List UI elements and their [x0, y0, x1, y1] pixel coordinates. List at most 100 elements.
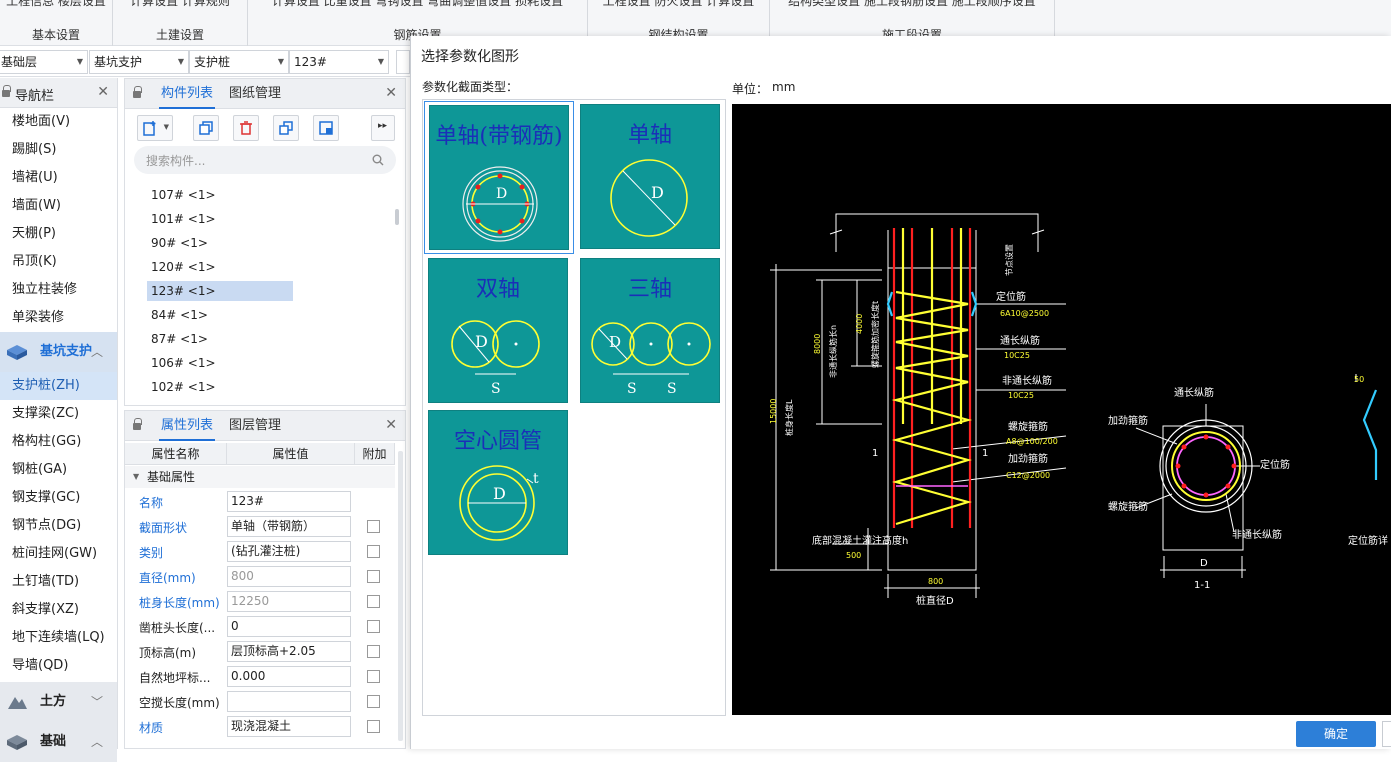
floor-select[interactable]: 基础层▼ [0, 50, 88, 74]
scrollbar[interactable] [395, 209, 399, 225]
type-select[interactable]: 支护桩▼ [189, 50, 289, 74]
category-select[interactable]: 基坑支护▼ [89, 50, 189, 74]
shape-tile-single-rebar[interactable]: 单轴(带钢筋) D [424, 101, 574, 254]
ribbon-basic-items[interactable]: 工程信息 楼层设置 [6, 0, 106, 8]
property-extra-checkbox[interactable] [367, 620, 380, 633]
nav-item[interactable]: 墙面(W) [12, 198, 61, 213]
ribbon-civil-items[interactable]: 计算设置 计算规则 [130, 0, 230, 8]
property-value-input[interactable]: (钻孔灌注桩) [227, 541, 351, 562]
nav-panel-title: 导航栏 [15, 89, 55, 104]
component-row[interactable]: 102# <1> [151, 380, 216, 394]
property-value-input[interactable]: 800 [227, 566, 351, 587]
property-extra-checkbox[interactable] [367, 545, 380, 558]
nav-item[interactable]: 地下连续墙(LQ) [12, 630, 105, 645]
nav-item[interactable]: 支护桩(ZH) [0, 372, 117, 400]
nav-item[interactable]: 支撑梁(ZC) [12, 406, 80, 421]
copy-button[interactable] [193, 115, 219, 141]
tab-property-list[interactable]: 属性列表 [159, 411, 216, 441]
shape-tile-hollow-tube[interactable]: 空心圆管 D t [424, 407, 574, 560]
lock-icon[interactable] [133, 86, 142, 98]
nav-item[interactable]: 钢支撑(GC) [12, 490, 81, 505]
property-value-input[interactable] [227, 691, 351, 712]
nav-item[interactable]: 钢桩(GA) [12, 462, 68, 477]
component-select[interactable]: 123#▼ [289, 50, 389, 74]
nav-item[interactable]: 土钉墙(TD) [12, 574, 80, 589]
property-value-input[interactable]: 层顶标高+2.05 [227, 641, 351, 662]
lock-icon[interactable] [133, 418, 142, 430]
nav-item[interactable]: 墙裙(U) [12, 170, 58, 185]
property-row: 类别 (钻孔灌注桩) [125, 540, 395, 565]
delete-button[interactable] [233, 115, 259, 141]
earthwork-icon [8, 697, 27, 709]
nav-item[interactable]: 吊顶(K) [12, 254, 57, 269]
property-value-input[interactable]: 现浇混凝土 [227, 716, 351, 737]
filter-extra-box[interactable] [396, 50, 410, 74]
ok-button[interactable]: 确定 [1296, 721, 1376, 747]
more-button[interactable]: ▸▸ [371, 115, 395, 141]
component-row[interactable]: 123# <1> [147, 281, 293, 301]
property-extra-checkbox[interactable] [367, 595, 380, 608]
component-row[interactable]: 107# <1> [151, 188, 216, 202]
shape-title: 三轴 [627, 277, 672, 302]
tab-layer-management[interactable]: 图层管理 [229, 418, 282, 433]
property-extra-checkbox[interactable] [367, 520, 380, 533]
component-row[interactable]: 120# <1> [151, 260, 216, 274]
property-name: 类别 [139, 546, 164, 560]
shape-tile-single[interactable]: 单轴 D [576, 101, 726, 254]
property-extra-checkbox[interactable] [367, 570, 380, 583]
nav-group-foundation[interactable]: 基础 ︿ [0, 722, 117, 762]
chevron-down-icon: ▼ [76, 57, 83, 66]
cancel-button[interactable] [1382, 721, 1391, 747]
nav-group-pit-support[interactable]: 基坑支护 ︿ [0, 332, 117, 372]
nav-item[interactable]: 钢节点(DG) [12, 518, 82, 533]
scrollbar[interactable] [398, 451, 403, 741]
property-group[interactable]: ▼基础属性 [125, 466, 395, 488]
nav-item[interactable]: 踢脚(S) [12, 142, 57, 157]
shape-title: 单轴 [627, 123, 672, 148]
tab-component-list[interactable]: 构件列表 [159, 79, 216, 109]
new-component-button[interactable]: ▼ [137, 115, 173, 141]
nav-item[interactable]: 斜支撑(XZ) [12, 602, 79, 617]
component-row[interactable]: 84# <1> [151, 308, 208, 322]
property-value-input[interactable]: 0 [227, 616, 351, 637]
nav-group-earthwork[interactable]: 土方 ﹀ [0, 682, 117, 722]
import-button[interactable] [313, 115, 339, 141]
shape-preview: 定位筋 通长纵筋 非通长纵筋 螺旋箍筋 加劲箍筋 底部混凝土灌注高度h 桩直径D… [732, 104, 1391, 715]
close-icon[interactable]: ✕ [97, 84, 109, 100]
lock-icon[interactable] [2, 85, 11, 97]
shape-tile-double[interactable]: 双轴 D S [424, 255, 574, 408]
nav-item[interactable]: 桩间挂网(GW) [12, 546, 98, 561]
property-extra-checkbox[interactable] [367, 720, 380, 733]
tab-drawing-management[interactable]: 图纸管理 [229, 86, 282, 101]
property-value-input[interactable]: 123# [227, 491, 351, 512]
nav-item[interactable]: 独立柱装修 [12, 282, 78, 297]
ribbon-rebar-items[interactable]: 计算设置 比重设置 弯钩设置 弯曲调整值设置 损耗设置 [271, 0, 564, 8]
component-row[interactable]: 106# <1> [151, 356, 216, 370]
property-value-input[interactable]: 12250 [227, 591, 351, 612]
property-value-input[interactable]: 单轴（带钢筋） [227, 516, 351, 537]
nav-item[interactable]: 格构柱(GG) [12, 434, 82, 449]
ribbon-steel-items[interactable]: 工程设置 防火设置 计算设置 [602, 0, 755, 8]
single-rebar-shape-icon: D [462, 166, 538, 242]
property-extra-checkbox[interactable] [367, 695, 380, 708]
search-input[interactable]: 搜索构件... [146, 154, 206, 168]
component-row[interactable]: 101# <1> [151, 212, 216, 226]
ribbon-stage-items[interactable]: 结构类型设置 施工段钢筋设置 施工段顺序设置 [788, 0, 1036, 8]
component-search[interactable]: 搜索构件... [134, 146, 396, 174]
property-extra-checkbox[interactable] [367, 670, 380, 683]
close-icon[interactable]: ✕ [385, 417, 397, 433]
component-row[interactable]: 90# <1> [151, 236, 208, 250]
property-extra-checkbox[interactable] [367, 645, 380, 658]
nav-item[interactable]: 单梁装修 [12, 310, 65, 325]
shape-tile-triple[interactable]: 三轴 D S S [576, 255, 726, 408]
property-value-input[interactable]: 0.000 [227, 666, 351, 687]
property-name: 自然地坪标... [139, 671, 211, 685]
nav-item[interactable]: 楼地面(V) [12, 114, 71, 129]
component-row[interactable]: 87# <1> [151, 332, 208, 346]
cad-pile-len: 桩身长度L [784, 399, 794, 436]
nav-item[interactable]: 导墙(QD) [12, 658, 69, 673]
nav-item[interactable]: 天棚(P) [12, 226, 56, 241]
copy-to-floor-button[interactable] [273, 115, 299, 141]
close-icon[interactable]: ✕ [385, 85, 397, 101]
